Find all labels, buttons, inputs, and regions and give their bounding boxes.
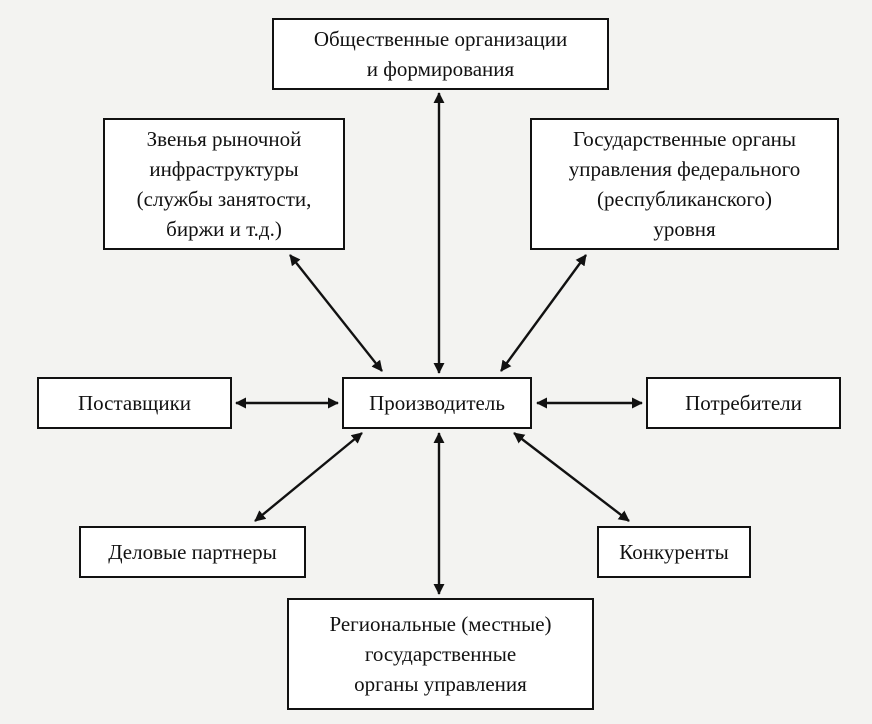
node-regional-government-label: Региональные (местные) государственные о… [329,612,552,696]
arrow-producer-partners [254,432,363,522]
node-market-infrastructure-label: Звенья рыночной инфраструктуры (службы з… [136,127,312,241]
node-consumers: Потребители [646,377,841,429]
arrow-producer-infrastructure [289,254,383,372]
arrow-producer-competitors [513,432,630,522]
node-competitors-label: Конкуренты [619,540,729,564]
node-market-infrastructure: Звенья рыночной инфраструктуры (службы з… [103,118,345,250]
node-public-organizations-label: Общественные организации и формирования [313,27,568,81]
arrow-producer-government [500,254,587,372]
node-business-partners: Деловые партнеры [79,526,306,578]
node-regional-government: Региональные (местные) государственные о… [287,598,594,710]
node-suppliers-label: Поставщики [77,391,192,415]
node-consumers-label: Потребители [685,391,802,415]
node-federal-government: Государственные органы управления федера… [530,118,839,250]
node-suppliers: Поставщики [37,377,232,429]
node-producer: Производитель [342,377,532,429]
node-producer-label: Производитель [369,391,505,415]
node-federal-government-label: Государственные органы управления федера… [568,127,801,241]
node-public-organizations: Общественные организации и формирования [272,18,609,90]
node-business-partners-label: Деловые партнеры [108,540,277,564]
node-competitors: Конкуренты [597,526,751,578]
